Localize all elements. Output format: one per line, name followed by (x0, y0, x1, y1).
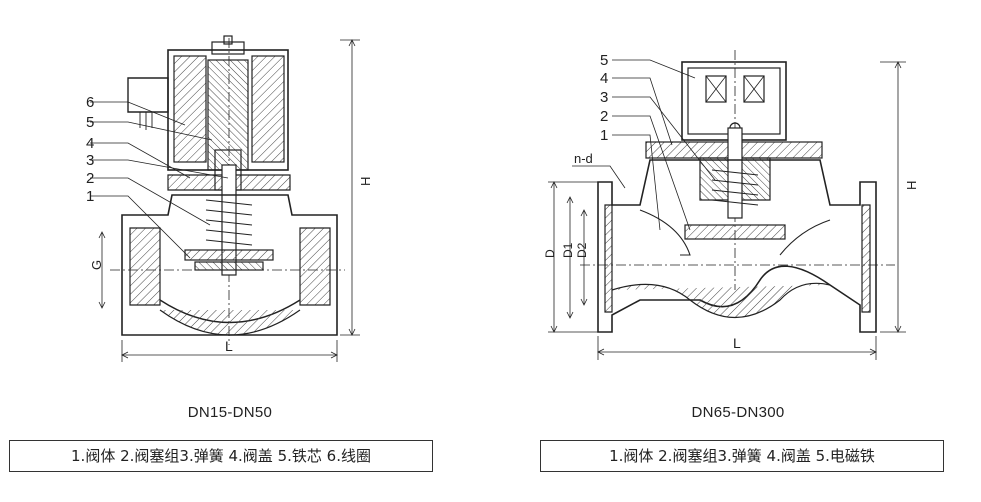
right-legend-box: 1.阀体 2.阀塞组3.弹簧 4.阀盖 5.电磁铁 (540, 440, 944, 472)
right-dim-L-label: L (733, 335, 741, 351)
right-part-number-2: 2 (600, 108, 608, 125)
left-part-number-3: 3 (86, 152, 94, 169)
right-dim-D1-label: D1 (561, 242, 575, 258)
right-part-number-3: 3 (600, 89, 608, 106)
right-part-number-5: 5 (600, 52, 608, 69)
right-caption: DN65-DN300 (691, 404, 785, 421)
left-dim-H-label: H (358, 177, 373, 186)
left-dim-G-label: G (89, 260, 104, 270)
left-part-number-6: 6 (86, 94, 94, 111)
left-dim-L-label: L (225, 338, 233, 354)
left-part-number-5: 5 (86, 114, 94, 131)
left-valve-drawing (90, 35, 360, 362)
left-part-number-4: 4 (86, 135, 94, 152)
right-part-number-1: 1 (600, 127, 608, 144)
right-dim-nd-label: n-d (574, 151, 593, 166)
right-dim-D-label: D (543, 249, 557, 258)
right-dim-H-label: H (904, 181, 919, 190)
left-part-number-2: 2 (86, 170, 94, 187)
left-part-number-1: 1 (86, 188, 94, 205)
right-part-number-4: 4 (600, 70, 608, 87)
right-valve-drawing (548, 50, 906, 360)
right-dim-D2-label: D2 (575, 242, 589, 258)
left-legend-box: 1.阀体 2.阀塞组3.弹簧 4.阀盖 5.铁芯 6.线圈 (9, 440, 433, 472)
left-caption: DN15-DN50 (187, 404, 273, 421)
